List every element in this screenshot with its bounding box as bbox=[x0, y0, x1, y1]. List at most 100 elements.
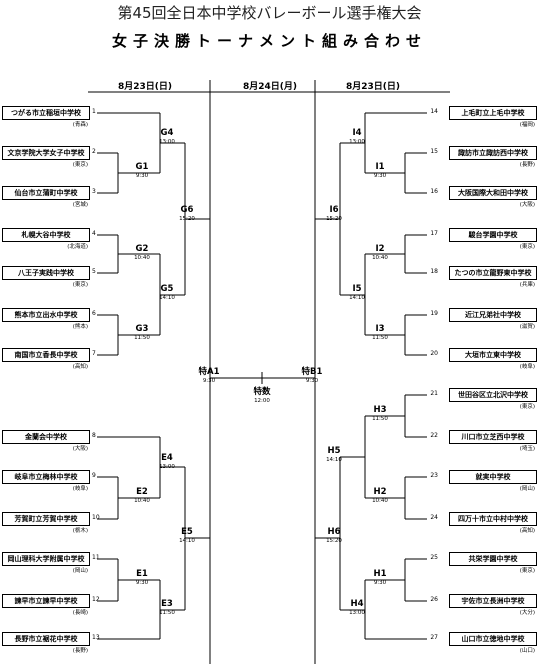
match-time: 11:50 bbox=[372, 335, 388, 341]
team-name: 川口市立芝西中学校 bbox=[449, 430, 537, 444]
match-label: 特B1 bbox=[301, 367, 323, 377]
match-time: 10:40 bbox=[372, 255, 388, 261]
match-time: 9:30 bbox=[373, 173, 387, 179]
match-time: 11:50 bbox=[134, 335, 150, 341]
team-number: 9 bbox=[92, 472, 96, 479]
team-number: 12 bbox=[92, 596, 100, 603]
team-number: 8 bbox=[92, 432, 96, 439]
team-region: (大分) bbox=[519, 610, 535, 616]
team-number: 3 bbox=[92, 188, 96, 195]
team-name: 駿台学園中学校 bbox=[449, 228, 537, 242]
team-name: 四万十市立中村中学校 bbox=[449, 512, 537, 526]
match-label: E4 bbox=[161, 453, 173, 463]
match-label: E2 bbox=[136, 487, 148, 497]
match-label: I3 bbox=[375, 324, 385, 334]
match-time: 13:00 bbox=[349, 610, 365, 616]
team-region: (埼玉) bbox=[519, 446, 535, 452]
team-number: 15 bbox=[430, 148, 438, 155]
team-name: 長野市立裾花中学校 bbox=[2, 632, 90, 646]
match-time: 14:10 bbox=[179, 538, 195, 544]
team-number: 20 bbox=[430, 350, 438, 357]
match-time: 15:20 bbox=[326, 216, 342, 222]
team-number: 11 bbox=[92, 554, 100, 561]
team-name: 金蘭会中学校 bbox=[2, 430, 90, 444]
team-number: 2 bbox=[92, 148, 96, 155]
date-header-left: 8月23日(日) bbox=[117, 82, 172, 92]
match-time: 12:00 bbox=[254, 398, 270, 404]
match-label: I6 bbox=[329, 205, 339, 215]
match-time: 9:30 bbox=[135, 173, 149, 179]
match-time: 14:10 bbox=[159, 295, 175, 301]
team-number: 19 bbox=[430, 310, 438, 317]
match-time: 13:00 bbox=[349, 139, 365, 145]
team-region: (岐阜) bbox=[519, 364, 535, 370]
team-number: 1 bbox=[92, 108, 96, 115]
match-label: H4 bbox=[350, 599, 364, 609]
page-subtitle: 女子決勝トーナメント組み合わせ bbox=[111, 32, 427, 50]
match-time: 14:10 bbox=[349, 295, 365, 301]
match-label: H6 bbox=[327, 527, 341, 537]
team-name: 大垣市立東中学校 bbox=[449, 348, 537, 362]
team-region: (熊本) bbox=[72, 324, 88, 330]
match-time: 10:40 bbox=[134, 498, 150, 504]
team-region: (兵庫) bbox=[519, 282, 535, 288]
match-label: G6 bbox=[180, 205, 194, 215]
team-region: (滋賀) bbox=[519, 324, 535, 330]
match-time: 9:30 bbox=[305, 378, 319, 384]
team-region: (高知) bbox=[519, 528, 535, 534]
match-time: 11:50 bbox=[159, 610, 175, 616]
team-name: 共栄学園中学校 bbox=[449, 552, 537, 566]
team-name: 文京学院大学女子中学校 bbox=[2, 146, 90, 160]
team-name: 岐阜市立梅林中学校 bbox=[2, 470, 90, 484]
team-region: (東京) bbox=[519, 244, 535, 250]
match-label: I1 bbox=[375, 162, 385, 172]
match-label: G3 bbox=[135, 324, 149, 334]
team-name: 近江兄弟社中学校 bbox=[449, 308, 537, 322]
date-header-center: 8月24日(月) bbox=[242, 82, 297, 92]
team-name: 山口市立徳地中学校 bbox=[449, 632, 537, 646]
team-region: (北海道) bbox=[67, 244, 88, 250]
match-label: G2 bbox=[135, 244, 149, 254]
team-name: 八王子実践中学校 bbox=[2, 266, 90, 280]
team-region: (東京) bbox=[519, 568, 535, 574]
team-number: 22 bbox=[430, 432, 438, 439]
match-label: G1 bbox=[135, 162, 149, 172]
team-name: つがる市立稲垣中学校 bbox=[2, 106, 90, 120]
team-number: 17 bbox=[430, 230, 438, 237]
team-name: 世田谷区立北沢中学校 bbox=[449, 388, 537, 402]
team-number: 7 bbox=[92, 350, 96, 357]
match-time: 9:30 bbox=[202, 378, 216, 384]
team-region: (東京) bbox=[519, 404, 535, 410]
team-number: 21 bbox=[430, 390, 438, 397]
match-label: 特数 bbox=[253, 387, 271, 397]
team-name: 熊本市立出水中学校 bbox=[2, 308, 90, 322]
page-title: 第45回全日本中学校バレーボール選手権大会 bbox=[117, 4, 422, 22]
team-number: 5 bbox=[92, 268, 96, 275]
match-label: H5 bbox=[327, 446, 341, 456]
team-name: 宇佐市立長洲中学校 bbox=[449, 594, 537, 608]
team-region: (高知) bbox=[72, 364, 88, 370]
team-number: 10 bbox=[92, 514, 100, 521]
match-label: H1 bbox=[373, 569, 387, 579]
match-label: I2 bbox=[375, 244, 385, 254]
team-name: 諫早市立諫早中学校 bbox=[2, 594, 90, 608]
team-name: 札幌大谷中学校 bbox=[2, 228, 90, 242]
team-region: (長野) bbox=[519, 162, 535, 168]
team-number: 25 bbox=[430, 554, 438, 561]
team-region: (山口) bbox=[519, 648, 535, 654]
match-time: 9:30 bbox=[135, 580, 149, 586]
team-region: (青森) bbox=[72, 122, 88, 128]
team-region: (宮城) bbox=[72, 202, 88, 208]
